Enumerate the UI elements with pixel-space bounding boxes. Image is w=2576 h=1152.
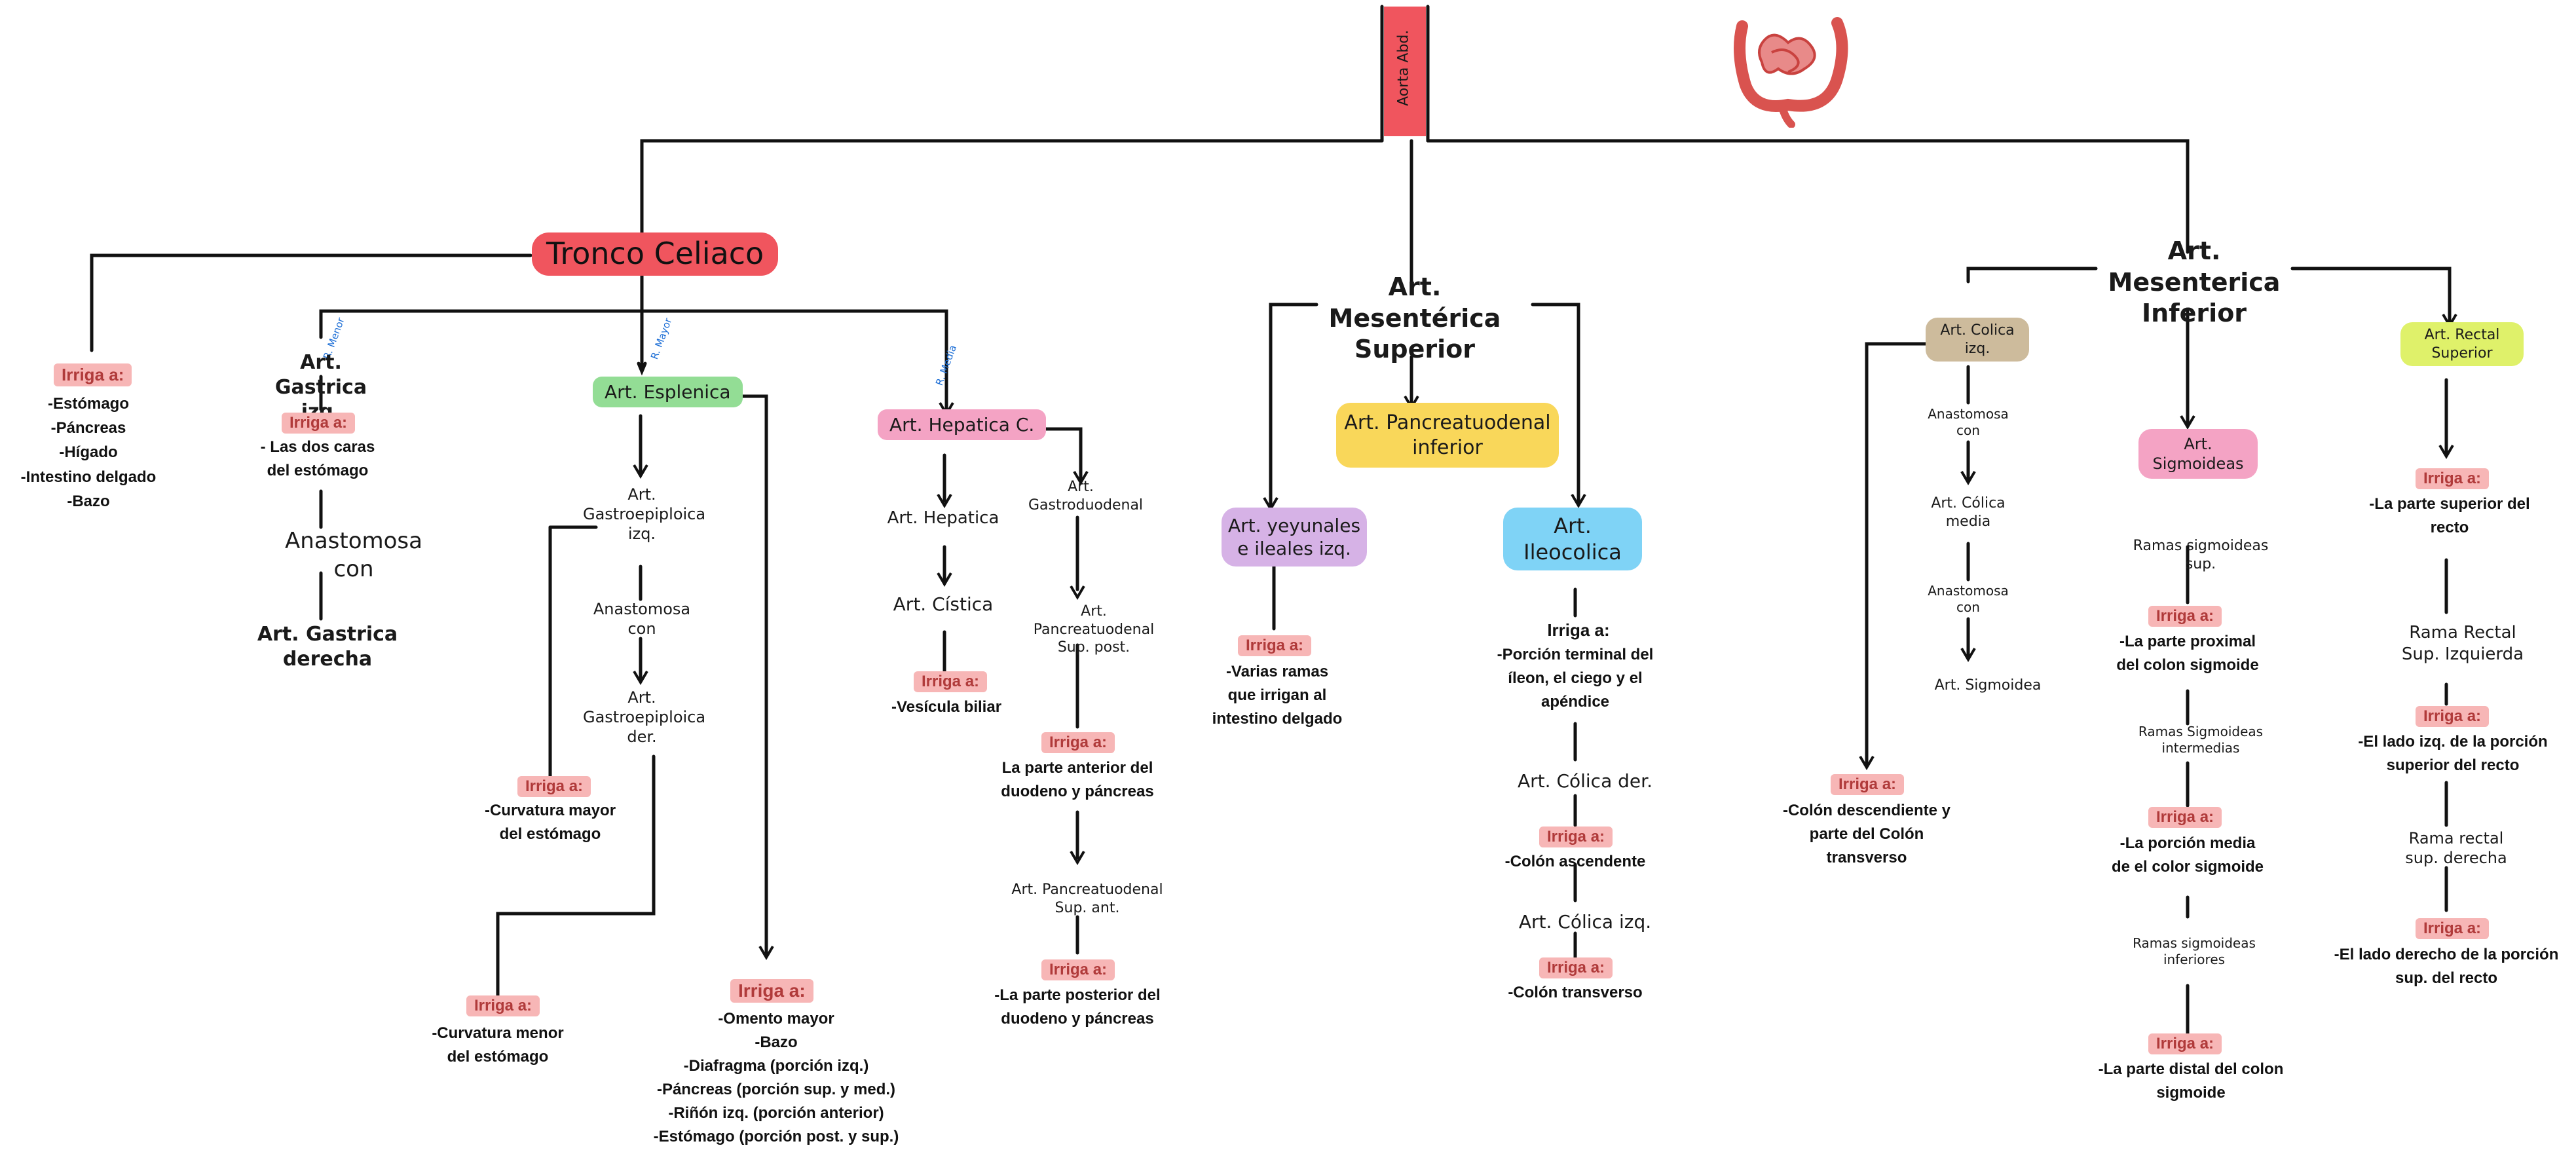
tronco-celiaco-title: Tronco Celiaco — [532, 232, 779, 276]
cistica-irriga-label: Irriga a: — [914, 671, 988, 692]
colica-media: Art. Cólica media — [1931, 495, 2006, 530]
colica-derecha: Art. Cólica der. — [1518, 770, 1652, 792]
esplenica-irriga1-desc: -Curvatura mayor del estómago — [484, 802, 616, 843]
colica-mi-irriga-label: Irriga a: — [1831, 774, 1905, 795]
colica-izq-mi: Art. Colica izq. — [1926, 318, 2029, 362]
ileocolica-irriga-label: Irriga a: — [1547, 620, 1610, 640]
sigmoideas-irriga2-label: Irriga a: — [2148, 807, 2222, 828]
gastrica-derecha: Art. Gastrica derecha — [257, 623, 398, 671]
arteria-sigmoidea: Art. Sigmoidea — [1934, 677, 2042, 694]
ramas-sigmoideas-inf: Ramas sigmoideas inferiores — [2133, 935, 2256, 967]
colica-izq-irriga-desc: -Colón transverso — [1508, 984, 1643, 1001]
ileocolica-irriga-desc: -Porción terminal del íleon, el ciego y … — [1497, 646, 1654, 711]
tronco-irriga-label: Irriga a: — [54, 363, 132, 386]
yeyunales-irriga-label: Irriga a: — [1238, 635, 1312, 656]
yeyunales-irriga-desc: -Varias ramas que irrigan al intestino d… — [1212, 663, 1343, 728]
sigmoideas-irriga3-desc: -La parte distal del colon sigmoide — [2098, 1060, 2284, 1102]
intestine-illustration-icon — [1729, 0, 1854, 128]
pancreaticoduodenal-sup-ant: Art. Pancreatuodenal Sup. ant. — [1011, 882, 1163, 916]
gastroepiploica-der: Art. Gastroepiploica der. — [583, 688, 706, 746]
colica-der-irriga-desc: -Colón ascendente — [1504, 853, 1646, 870]
mesenterica-inferior-title: Art. Mesenterica Inferior — [2108, 236, 2281, 327]
ramas-sigmoideas-int: Ramas Sigmoideas intermedias — [2138, 724, 2264, 756]
hepatica-comun-title: Art. Hepatica C. — [878, 409, 1047, 440]
sigmoideas-title: Art. Sigmoideas — [2138, 429, 2258, 479]
gastroduodenal-irriga2-desc: La parte anterior del duodeno y páncreas — [1001, 759, 1154, 800]
pancreaticoduodenal-inferior: Art. Pancreatuodenal inferior — [1336, 403, 1559, 468]
colica-mi-irriga-desc: -Colón descendiente y parte del Colón tr… — [1782, 802, 1951, 866]
mi-anastomosa1: Anastomosa con — [1928, 406, 2009, 438]
ramas-sigmoideas-sup: Ramas sigmoideas sup. — [2133, 538, 2269, 572]
rectal-superior-title: Art. Rectal Superior — [2400, 322, 2524, 366]
esplenica-irriga1-label: Irriga a: — [517, 776, 591, 797]
rectal-irriga2-label: Irriga a: — [2416, 706, 2490, 727]
aorta-abdominal-box: Aorta Abd. — [1384, 7, 1426, 136]
mi-anastomosa2: Anastomosa con — [1928, 583, 2009, 615]
rama-rectal-izquierda: Rama Rectal Sup. Izquierda — [2401, 623, 2524, 664]
esplenica-irriga2-desc: -Curvatura menor del estómago — [432, 1024, 564, 1066]
rama-rectal-derecha: Rama rectal sup. derecha — [2405, 829, 2507, 867]
gastroduodenal-irriga3-label: Irriga a: — [1041, 959, 1115, 980]
gastroduodenal-irriga3-desc: -La parte posterior del duodeno y páncre… — [994, 986, 1161, 1028]
esplenica-irriga3-desc: -Omento mayor -Bazo -Diafragma (porción … — [653, 1010, 899, 1145]
sigmoideas-irriga2-desc: -La porción media de el color sigmoide — [2111, 834, 2264, 876]
arteria-cistica: Art. Cística — [893, 593, 994, 615]
gastrica-irriga-desc: - Las dos caras del estómago — [260, 438, 375, 479]
colica-izquierda: Art. Cólica izq. — [1518, 911, 1652, 933]
gastrica-irriga-label: Irriga a: — [282, 413, 356, 434]
esplenica-irriga3-label: Irriga a: — [730, 979, 813, 1003]
esplenica-anastomosa: Anastomosa con — [593, 600, 691, 638]
sigmoideas-irriga1-desc: -La parte proximal del colon sigmoide — [2116, 633, 2259, 674]
sigmoideas-irriga1-label: Irriga a: — [2148, 606, 2222, 627]
mesenterica-superior-title: Art. Mesentérica Superior — [1328, 272, 1501, 363]
hepatica-propia: Art. Hepatica — [887, 508, 999, 528]
rectal-irriga3-desc: -El lado derecho de la porción sup. del … — [2334, 946, 2559, 987]
gastroepiploica-izq: Art. Gastroepiploica izq. — [583, 485, 706, 543]
rectal-irriga3-label: Irriga a: — [2416, 918, 2490, 939]
yeyunales-ileales: Art. yeyunales e ileales izq. — [1222, 508, 1367, 567]
rectal-irriga2-desc: -El lado izq. de la porción superior del… — [2358, 733, 2548, 774]
pancreaticoduodenal-sup-post: Art. Pancreatuodenal Sup. post. — [1033, 603, 1155, 656]
gastrica-anastomosa: Anastomosa con — [285, 528, 422, 582]
colica-der-irriga-label: Irriga a: — [1539, 827, 1613, 847]
esplenica-title: Art. Esplenica — [593, 377, 743, 407]
tronco-irriga-desc: -Estómago -Páncreas -Hígado -Intestino d… — [20, 395, 157, 510]
gastroduodenal: Art. Gastroduodenal — [1028, 479, 1144, 513]
cistica-irriga-desc: -Vesícula biliar — [891, 698, 1002, 716]
rectal-irriga1-label: Irriga a: — [2416, 468, 2490, 489]
rectal-irriga1-desc: -La parte superior del recto — [2369, 495, 2530, 536]
ileocolica: Art. Ileocolica — [1503, 508, 1642, 570]
aorta-label: Aorta Abd. — [1395, 29, 1412, 106]
colica-izq-irriga-label: Irriga a: — [1539, 957, 1613, 978]
esplenica-irriga2-label: Irriga a: — [466, 995, 540, 1016]
gastroduodenal-irriga2-label: Irriga a: — [1041, 732, 1115, 753]
sigmoideas-irriga3-label: Irriga a: — [2148, 1033, 2222, 1054]
